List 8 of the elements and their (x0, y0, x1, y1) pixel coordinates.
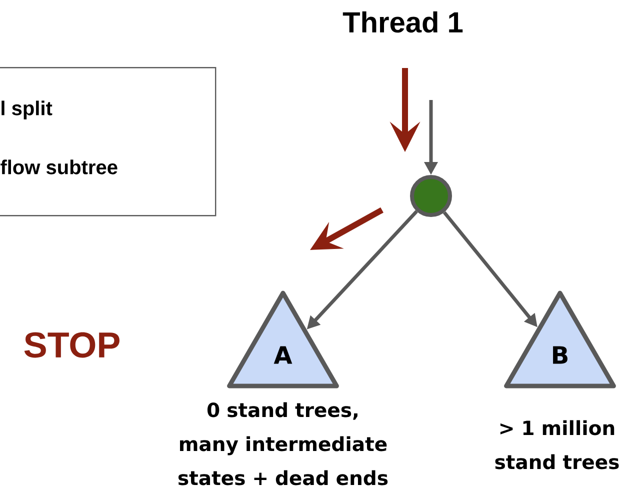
caption-text: > 1 million stand trees (495, 420, 619, 470)
circle-node (410, 175, 452, 217)
stop-label: STOP (24, 332, 120, 358)
caption-text: 0 stand trees, many intermediate states + dead ends (178, 402, 388, 486)
legend-box: l split flow subtree (0, 67, 216, 216)
triangle-node: A (227, 290, 339, 388)
triangle-node: B (504, 290, 616, 388)
thread-label: Thread 1 (342, 11, 463, 33)
